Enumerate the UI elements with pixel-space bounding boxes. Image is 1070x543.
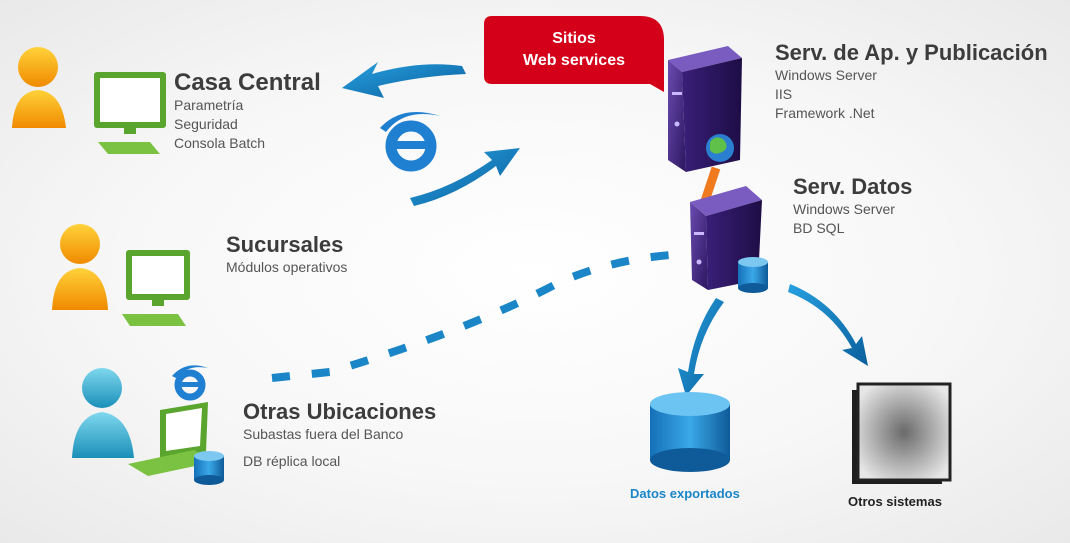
document-stack-icon bbox=[852, 382, 952, 484]
sucursales-label: Sucursales Módulos operativos bbox=[226, 232, 347, 277]
database-icon bbox=[738, 257, 768, 293]
serv-datos-label: Serv. Datos Windows Server BD SQL bbox=[793, 174, 912, 238]
otras-ubicaciones-label: Otras Ubicaciones Subastas fuera del Ban… bbox=[243, 399, 436, 471]
node-line: Seguridad bbox=[174, 116, 238, 132]
node-line: Módulos operativos bbox=[226, 259, 348, 275]
node-line: DB réplica local bbox=[243, 453, 341, 469]
database-icon bbox=[650, 392, 730, 472]
laptop-icon bbox=[128, 402, 214, 476]
node-line: Parametría bbox=[174, 97, 244, 113]
node-title: Otras Ubicaciones bbox=[243, 399, 437, 424]
node-line: BD SQL bbox=[793, 220, 845, 236]
node-line: Framework .Net bbox=[775, 105, 875, 121]
node-title: Serv. de Ap. y Publicación bbox=[775, 40, 1048, 65]
serv-ap-label: Serv. de Ap. y Publicación Windows Serve… bbox=[775, 40, 1048, 123]
globe-icon bbox=[706, 134, 734, 162]
arrow-icon bbox=[788, 284, 868, 366]
node-line: Consola Batch bbox=[174, 135, 266, 151]
ie-icon bbox=[172, 365, 208, 401]
bubble-line: Sitios bbox=[552, 30, 596, 47]
sitios-bubble bbox=[484, 16, 664, 92]
arrow-icon bbox=[678, 298, 724, 396]
bubble-line: Web services bbox=[523, 52, 625, 69]
node-title: Serv. Datos bbox=[793, 174, 913, 199]
node-line: IIS bbox=[775, 86, 793, 102]
database-icon bbox=[194, 451, 224, 485]
monitor-icon bbox=[94, 72, 166, 154]
datos-exportados-caption: Datos exportados bbox=[630, 486, 740, 501]
node-line: Windows Server bbox=[775, 67, 877, 83]
user-icon bbox=[52, 224, 108, 310]
user-icon bbox=[72, 368, 134, 458]
arrow-icon bbox=[410, 148, 520, 206]
node-line: Windows Server bbox=[793, 201, 895, 217]
node-title: Sucursales bbox=[226, 232, 344, 257]
bubble-text: Sitios Web services bbox=[484, 28, 664, 72]
monitor-icon bbox=[122, 250, 190, 326]
otros-sistemas-caption: Otros sistemas bbox=[848, 494, 942, 509]
ie-icon bbox=[380, 112, 440, 172]
node-line: Subastas fuera del Banco bbox=[243, 426, 404, 442]
arrow-icon bbox=[342, 62, 466, 98]
dashed-link bbox=[271, 250, 691, 382]
casa-central-label: Casa Central Parametría Seguridad Consol… bbox=[174, 70, 321, 153]
user-icon bbox=[12, 47, 66, 128]
node-title: Casa Central bbox=[174, 69, 321, 96]
